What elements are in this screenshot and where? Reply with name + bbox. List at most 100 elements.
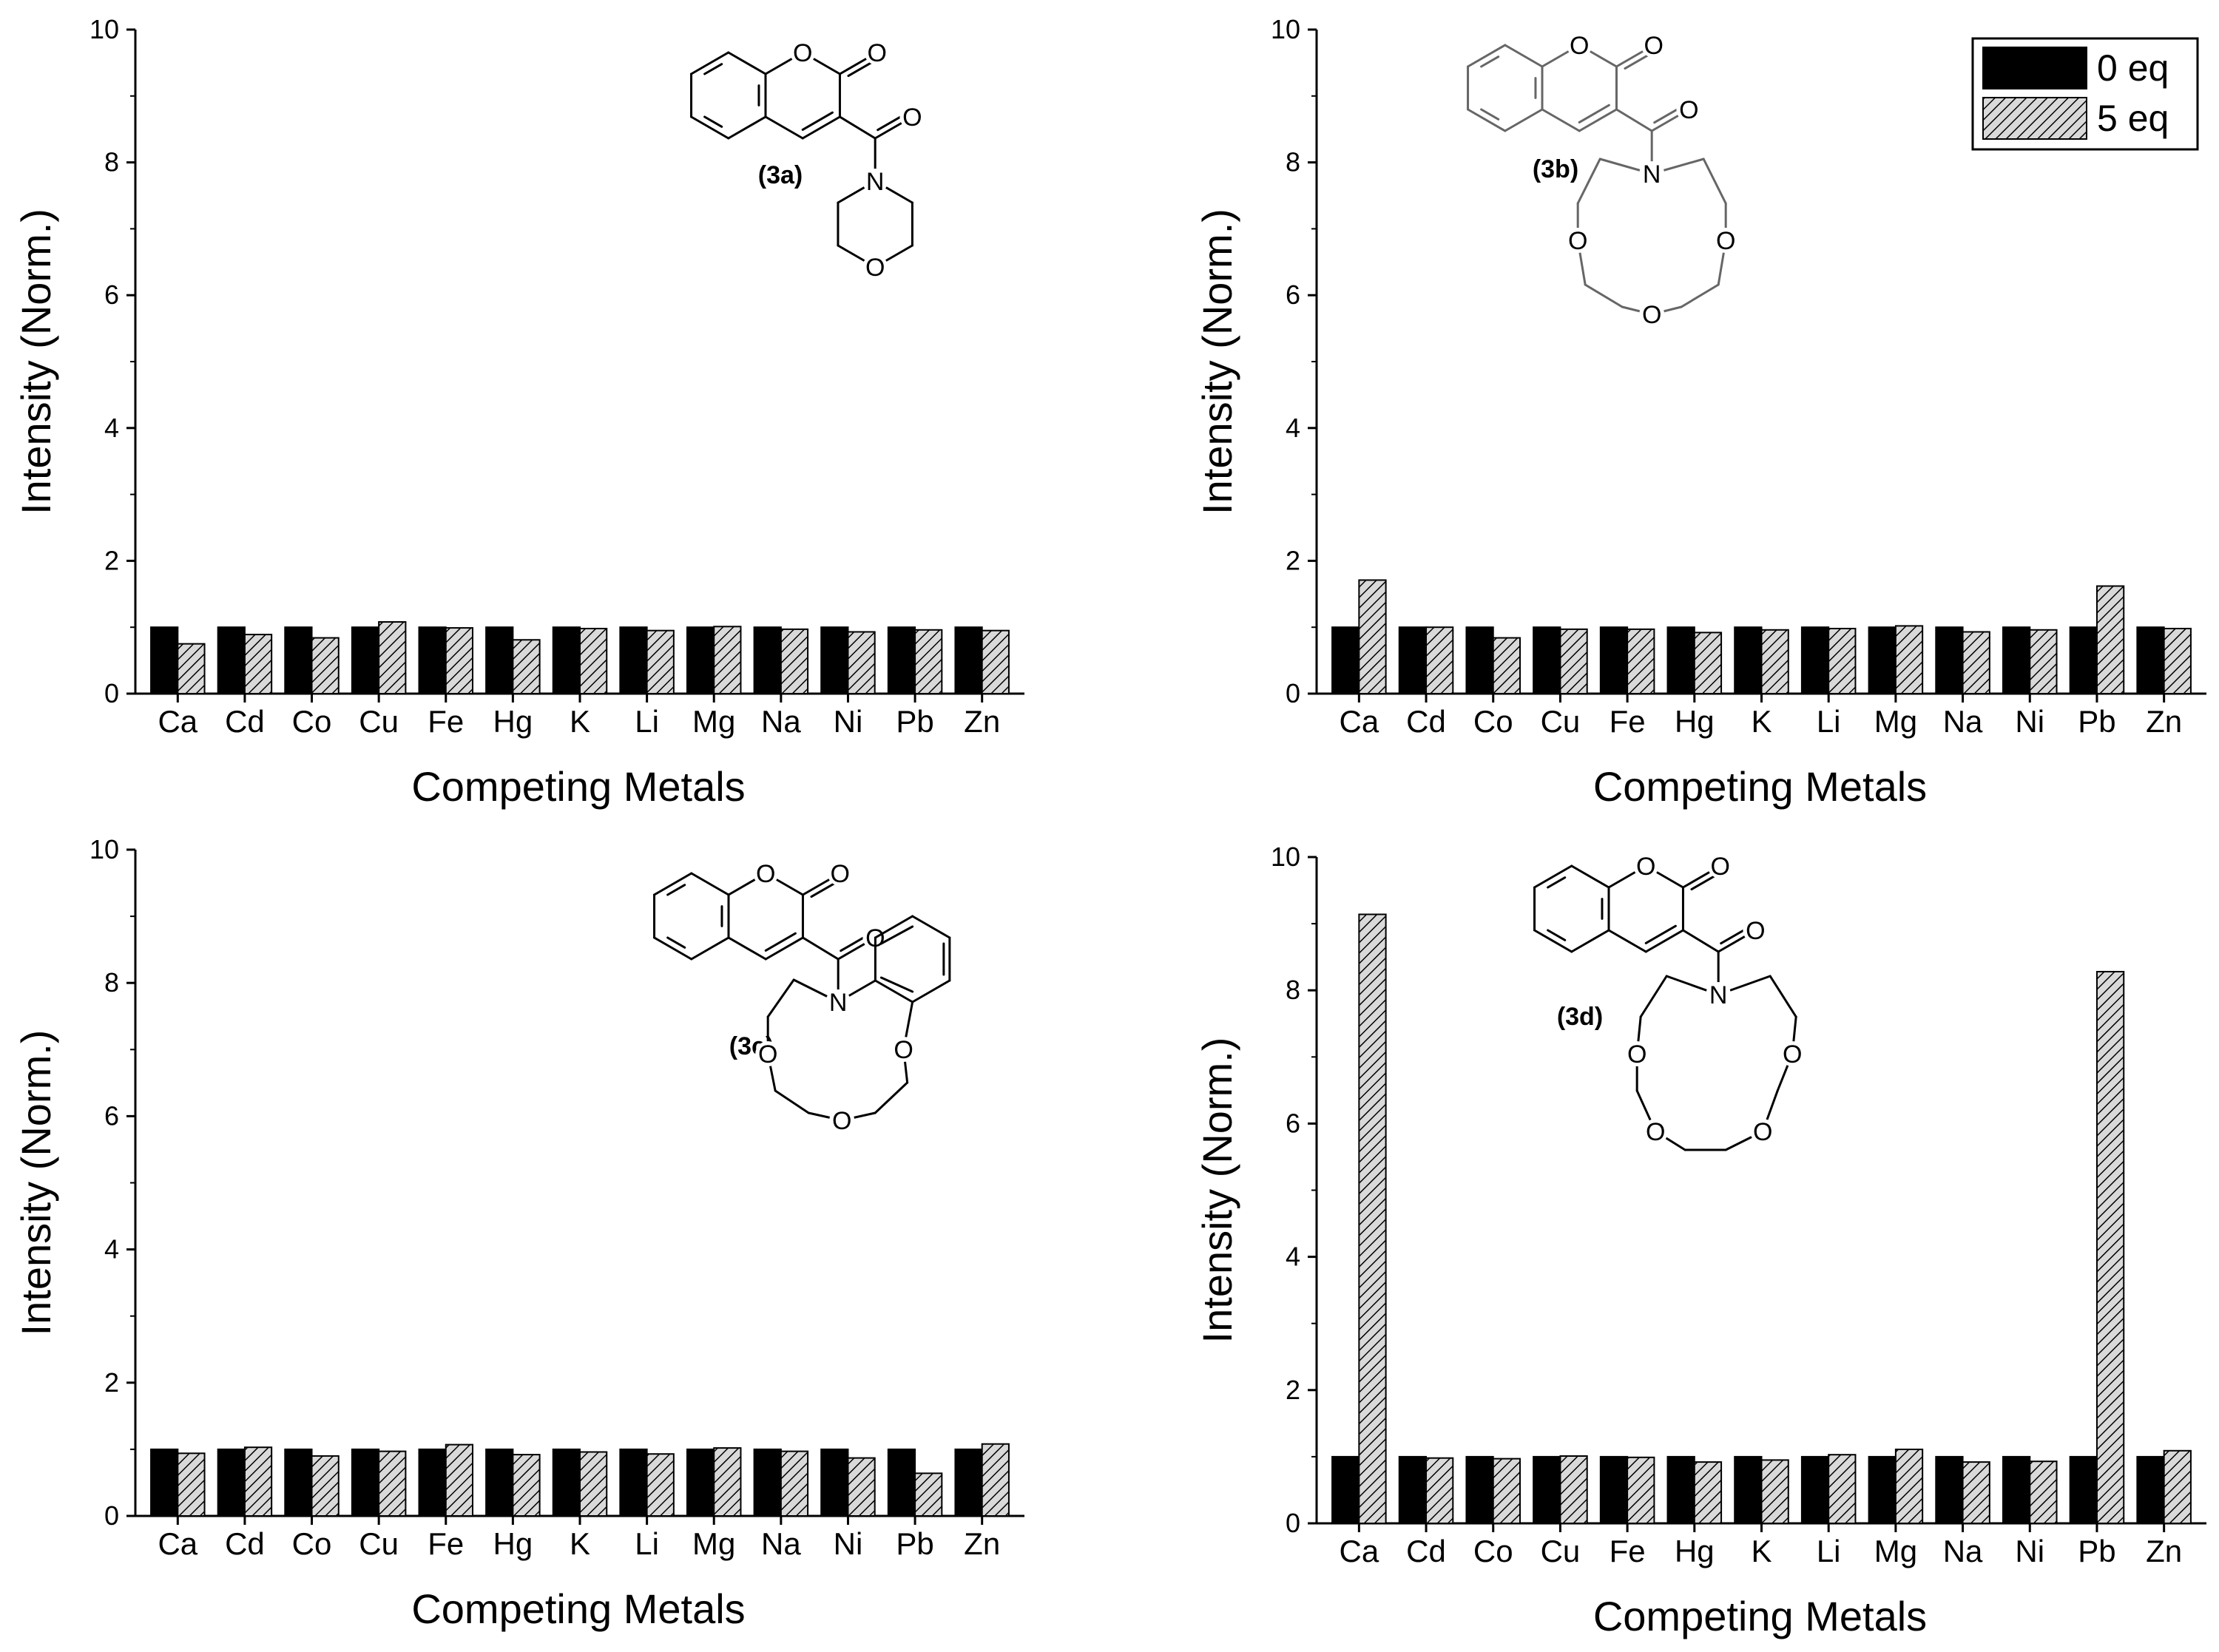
bar-5eq-Na: [780, 628, 809, 694]
x-tick-label: Cu: [1541, 704, 1581, 739]
bond: [911, 979, 951, 1003]
bar-5eq-Co: [311, 637, 340, 694]
bar-5eq-Ni: [847, 631, 876, 695]
y-tick-label: 4: [1286, 413, 1300, 443]
bar-5eq-Ni: [2029, 1460, 2058, 1525]
atom-mask: [1567, 33, 1593, 58]
bond: [1681, 929, 1720, 953]
atom-mask: [862, 169, 888, 194]
atom-label: O: [756, 860, 775, 888]
atom-mask: [1676, 97, 1702, 122]
bar-5eq-Pb: [914, 1472, 943, 1517]
atom-label: O: [1642, 301, 1661, 329]
bond: [1576, 158, 1601, 205]
bar-0eq-Ca: [1331, 1455, 1360, 1525]
x-tick-label: Li: [635, 1526, 659, 1561]
atom-mask: [1780, 1041, 1806, 1066]
atom-label: N: [829, 989, 848, 1017]
x-tick-label: Li: [1817, 1534, 1841, 1568]
x-axis-title: Competing Metals: [411, 763, 745, 810]
bond: [838, 115, 877, 140]
atom-mask: [1706, 982, 1732, 1007]
atom-label: O: [894, 1036, 913, 1064]
y-tick-label: 6: [1286, 280, 1300, 310]
x-tick-label: Ni: [2015, 704, 2044, 739]
x-tick-label: Cu: [359, 1526, 399, 1561]
bar-0eq-Fe: [1599, 1455, 1629, 1525]
x-tick-label: Cu: [359, 704, 399, 739]
y-tick-label: 0: [104, 1500, 119, 1531]
y-tick-label: 8: [1286, 147, 1300, 177]
x-tick-label: Hg: [1675, 1534, 1715, 1568]
atom-label: N: [1643, 160, 1661, 189]
atom-mask: [1641, 33, 1666, 58]
x-tick-label: Na: [1943, 1534, 1983, 1568]
x-tick-label: Co: [292, 704, 332, 739]
bond: [774, 1089, 810, 1114]
bar-5eq-Co: [311, 1455, 340, 1517]
y-tick-label: 8: [104, 967, 119, 998]
bar-0eq-Li: [1800, 626, 1830, 695]
bar-0eq-Ni: [2002, 626, 2031, 695]
bar-0eq-Ca: [150, 626, 179, 695]
atom-label: N: [1709, 981, 1728, 1009]
atom-mask: [1743, 918, 1769, 943]
bond: [874, 1081, 909, 1114]
x-tick-label: Co: [292, 1526, 332, 1561]
bond: [666, 884, 686, 896]
bond: [874, 979, 914, 1003]
bond: [1578, 104, 1610, 123]
bar-5eq-Na: [1962, 1461, 1990, 1525]
bond: [879, 925, 914, 945]
y-axis-title: Intensity (Norm.): [13, 1030, 59, 1336]
x-tick-label: Zn: [2146, 1534, 2182, 1568]
bar-0eq-Mg: [1868, 626, 1897, 695]
bond: [653, 936, 693, 961]
bond: [1504, 44, 1544, 68]
atom-label: O: [1753, 1118, 1772, 1146]
atom-label: O: [1710, 853, 1729, 881]
bond: [877, 113, 905, 132]
x-tick-label: Zn: [2146, 704, 2182, 739]
atom-mask: [755, 1041, 781, 1066]
bar-5eq-Pb: [2095, 970, 2125, 1525]
bar-0eq-Ca: [1331, 626, 1360, 695]
bond: [911, 915, 951, 939]
bar-0eq-Pb: [2069, 1455, 2098, 1525]
bond: [1570, 864, 1610, 889]
x-tick-label: Ca: [158, 704, 197, 739]
y-tick-label: 8: [104, 147, 119, 177]
x-tick-label: Co: [1473, 704, 1513, 739]
bar-5eq-Ca: [177, 1452, 206, 1517]
bond: [1578, 108, 1618, 132]
bar-0eq-Cd: [217, 626, 246, 695]
bond: [1644, 929, 1684, 953]
bar-5eq-Na: [1962, 631, 1990, 695]
bar-5eq-Zn: [2163, 1449, 2192, 1525]
x-tick-label: Ni: [834, 704, 863, 739]
x-tick-label: Ni: [2015, 1534, 2044, 1568]
bond: [801, 936, 840, 961]
bar-5eq-Co: [1492, 1458, 1521, 1525]
bar-5eq-Cu: [1559, 1455, 1588, 1525]
atom-mask: [753, 861, 779, 886]
x-axis-title: Competing Metals: [1593, 1593, 1927, 1639]
atom-label: O: [1568, 227, 1587, 255]
x-tick-label: Li: [635, 704, 659, 739]
bar-5eq-Zn: [2163, 627, 2192, 694]
bar-0eq-Hg: [485, 626, 514, 695]
bar-5eq-K: [579, 627, 608, 694]
y-tick-label: 4: [104, 1234, 119, 1265]
bond: [1480, 55, 1500, 68]
bar-0eq-Pb: [887, 1448, 916, 1517]
bar-0eq-Cd: [217, 1448, 246, 1517]
bar-5eq-Li: [646, 629, 675, 694]
y-tick-label: 8: [1286, 975, 1300, 1005]
atom-label: O: [902, 104, 922, 132]
atom-mask: [1713, 228, 1739, 253]
x-tick-label: Cd: [225, 704, 265, 739]
